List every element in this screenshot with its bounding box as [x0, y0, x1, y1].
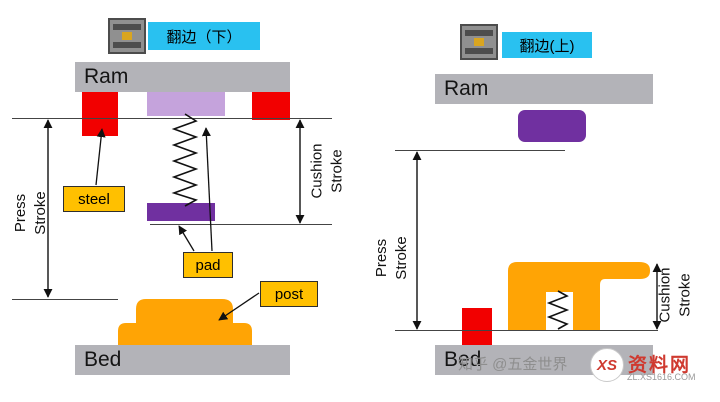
pad-callout-arrow-upper — [201, 127, 213, 252]
cushion-stroke-label-right: Cushion Stroke — [656, 267, 694, 323]
die-bottom-plate — [113, 42, 141, 48]
steel-callout-arrow — [95, 128, 106, 186]
die-support-right-right-diagram — [573, 292, 600, 330]
cushion-stroke-label-left: Cushion Stroke — [308, 143, 346, 199]
post-callout-arrow — [218, 292, 260, 321]
press-stroke-label-right: Press Stroke — [373, 236, 410, 280]
die-support-left-right-diagram — [508, 292, 546, 330]
upper-die-shape-right — [508, 262, 650, 292]
site-url-watermark: ZL.XS1616.COM — [627, 372, 696, 382]
die-schematic-graphic — [113, 24, 141, 48]
die-top-plate — [113, 24, 141, 30]
post-shape-left — [118, 299, 252, 345]
steel-block-left — [82, 92, 118, 136]
upper-pad-block — [147, 92, 225, 116]
spring-right — [546, 290, 570, 330]
ram-bar-left: Ram — [75, 62, 290, 92]
ram-label-left: Ram — [84, 65, 129, 88]
die-top-plate — [465, 30, 493, 36]
flange-up-die-icon — [460, 24, 498, 60]
zhihu-watermark: 知乎 @五金世界 — [458, 356, 568, 373]
pad-callout-arrow-lower — [178, 225, 195, 252]
site-name-watermark: 资料网 — [628, 355, 692, 376]
ram-label-right: Ram — [444, 77, 489, 100]
post-callout-label: post — [260, 281, 318, 307]
press-stroke-label-left: Press Stroke — [12, 191, 49, 235]
lower-pad-block — [147, 203, 215, 221]
flange-down-die-icon — [108, 18, 146, 54]
die-schematic-graphic — [465, 30, 493, 54]
bed-label-right: Bed — [444, 348, 482, 371]
steel-block-right — [252, 92, 290, 120]
pad-block-right — [518, 110, 586, 142]
ram-bar-right: Ram — [435, 74, 653, 104]
die-bottom-plate — [465, 48, 493, 54]
site-logo-icon: XS — [590, 348, 624, 382]
die-punch — [122, 32, 132, 40]
die-punch — [474, 38, 484, 46]
bed-label-left: Bed — [84, 348, 122, 371]
flange-up-tag: 翻边(上) — [502, 32, 592, 58]
pad-callout-label: pad — [183, 252, 233, 278]
flange-down-tag: 翻边（下） — [148, 22, 260, 50]
bed-bar-left: Bed — [75, 345, 290, 375]
steel-block-right-diagram — [462, 308, 492, 345]
steel-callout-label: steel — [63, 186, 125, 212]
spring-left — [171, 113, 199, 207]
